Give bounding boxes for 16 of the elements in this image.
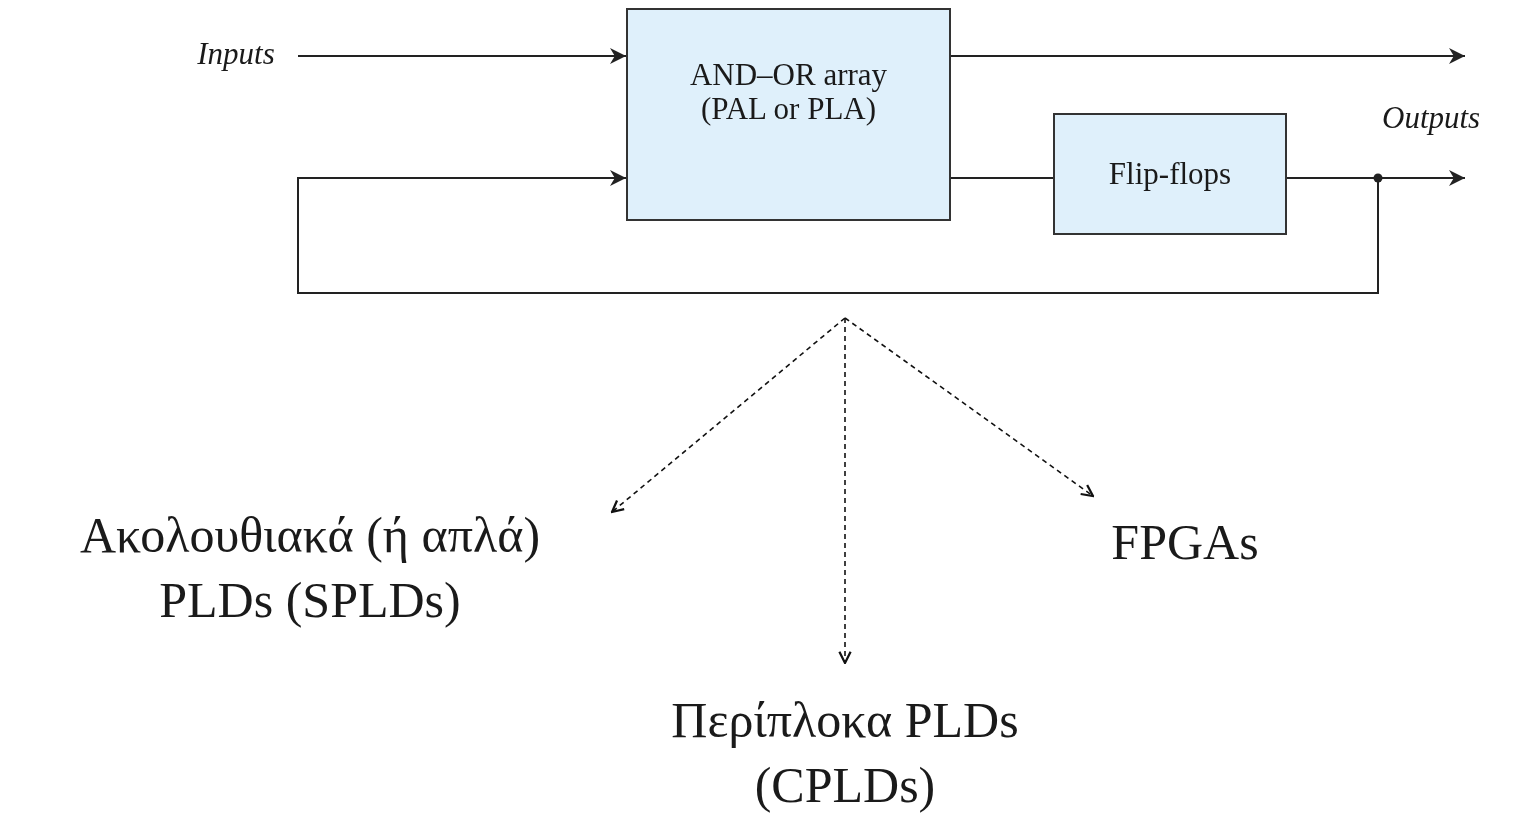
- input-label: Inputs: [197, 36, 275, 72]
- arrow: [297, 48, 627, 64]
- category-text: Περίπλοκα PLDs (CPLDs): [670, 691, 1020, 815]
- dashed-arrow: [838, 317, 852, 665]
- box-label: AND–OR array (PAL or PLA): [688, 57, 889, 127]
- output-label: Outputs: [1382, 100, 1481, 136]
- category-text: FPGAs: [1111, 512, 1259, 572]
- category-text: Ακολουθιακά (ή απλά) PLDs (SPLDs): [78, 505, 542, 630]
- arrow: [297, 170, 1379, 294]
- box-label: Flip-flops: [1108, 156, 1232, 192]
- process-box: [626, 8, 951, 221]
- connector-line: [950, 177, 1054, 179]
- process-box: [1053, 113, 1287, 235]
- dashed-arrow: [610, 317, 846, 514]
- arrow: [950, 48, 1466, 64]
- dashed-arrow: [844, 317, 1095, 498]
